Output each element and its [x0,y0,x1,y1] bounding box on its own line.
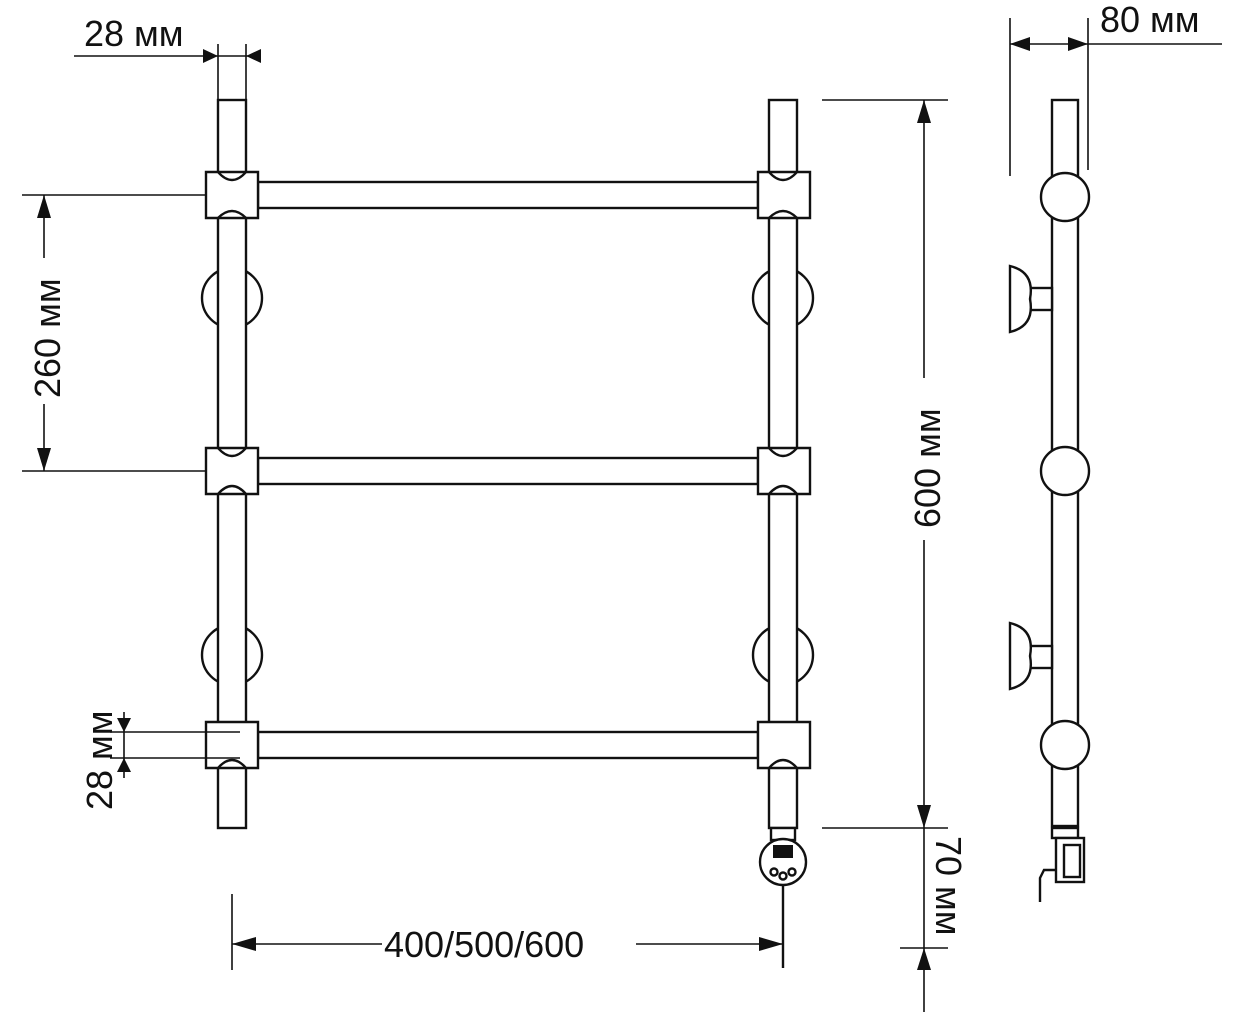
dim-label-pipe-top: 28 мм [84,13,184,54]
dim-label-depth: 80 мм [1100,0,1200,40]
side-wall-bracket-lower [1008,621,1054,691]
side-view [1008,98,1091,902]
side-heater [1038,826,1086,902]
dim-label-heater: 70 мм [928,836,969,936]
front-view [200,98,815,968]
dim-label-pipe-bottom: 28 мм [79,710,120,810]
dim-label-rung-spacing: 260 мм [27,278,68,398]
rung-joints [204,170,812,770]
horizontal-rungs [256,180,760,760]
heater-head [758,826,808,968]
dimension-lines [22,18,1222,1012]
side-wall-bracket-upper [1008,264,1054,334]
dim-label-height: 600 мм [907,408,948,528]
dim-label-width: 400/500/600 [384,924,584,965]
